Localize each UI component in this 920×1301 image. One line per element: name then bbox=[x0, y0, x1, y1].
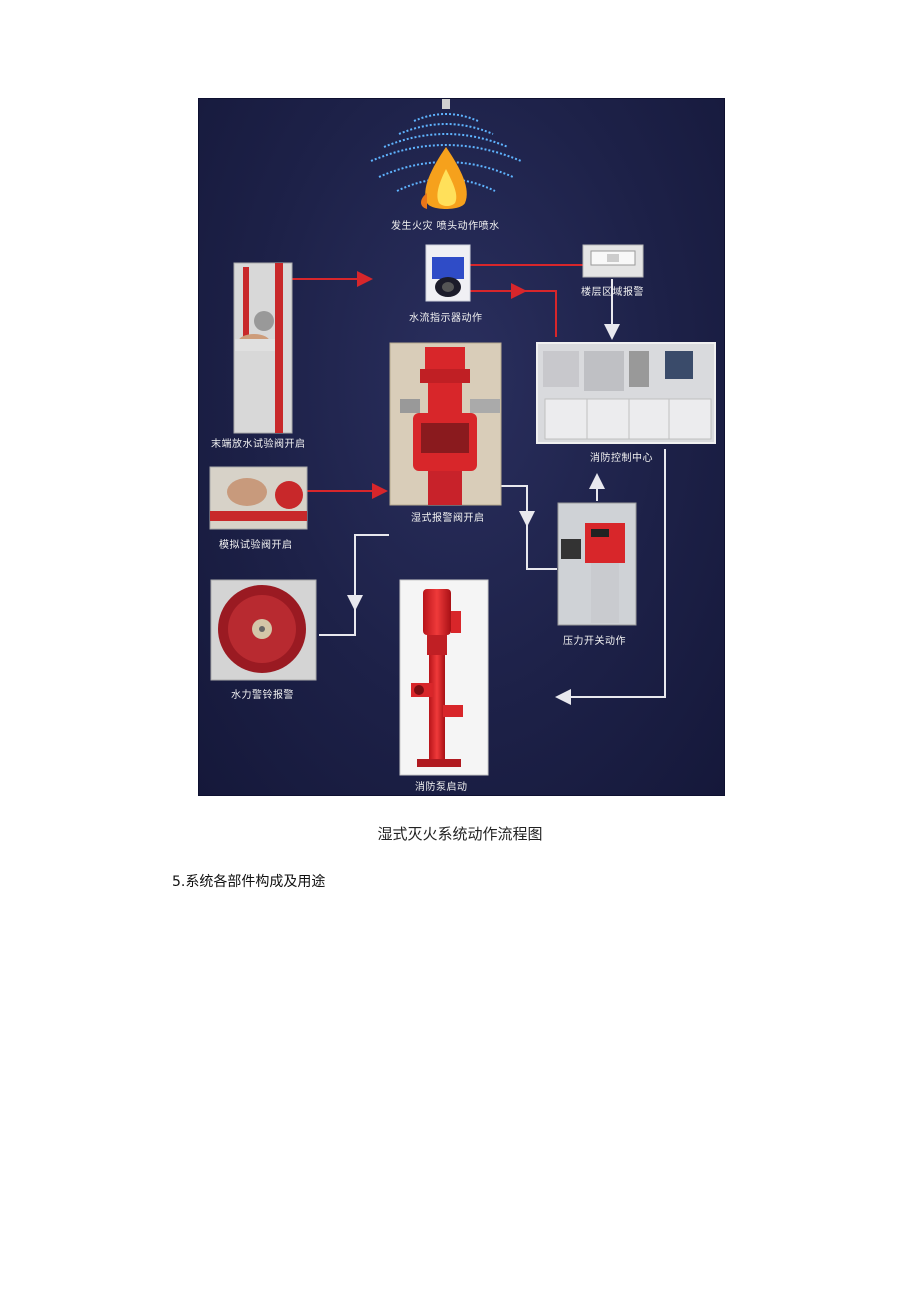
white-flow-lines bbox=[319, 279, 666, 705]
label-floor-alarm: 楼层区域报警 bbox=[581, 287, 644, 298]
label-flow-indicator: 水流指示器动作 bbox=[409, 313, 483, 324]
red-flow-lines bbox=[292, 264, 584, 499]
end-test-valve-image bbox=[233, 262, 293, 434]
label-fire-pump: 消防泵启动 bbox=[415, 782, 468, 793]
label-alarm-valve: 湿式报警阀开启 bbox=[411, 513, 485, 524]
control-center-image bbox=[536, 342, 716, 444]
alarm-valve-image bbox=[389, 342, 502, 506]
label-fire: 发生火灾 喷头动作喷水 bbox=[391, 221, 500, 232]
label-control-center: 消防控制中心 bbox=[590, 453, 653, 464]
fire-flame-icon bbox=[421, 147, 467, 209]
label-water-gong: 水力警铃报警 bbox=[231, 690, 294, 701]
flow-diagram: 发生火灾 喷头动作喷水 水流指示器动作 楼层区域报警 末端放水试验阀开启 消防控… bbox=[198, 98, 725, 796]
section-heading: 5.系统各部件构成及用途 bbox=[172, 874, 326, 890]
label-simulation-valve: 模拟试验阀开启 bbox=[219, 540, 293, 551]
flow-indicator-image bbox=[425, 244, 471, 302]
flow-diagram-graphics bbox=[209, 99, 716, 776]
floor-alarm-panel-image bbox=[582, 244, 644, 278]
figure-caption: 湿式灭火系统动作流程图 bbox=[377, 825, 543, 843]
fire-pump-image bbox=[399, 579, 489, 776]
label-pressure-switch: 压力开关动作 bbox=[563, 636, 626, 647]
pressure-switch-image bbox=[557, 502, 637, 626]
simulation-valve-image bbox=[209, 466, 308, 530]
label-end-test-valve: 末端放水试验阀开启 bbox=[211, 439, 306, 450]
water-gong-image bbox=[210, 579, 317, 681]
